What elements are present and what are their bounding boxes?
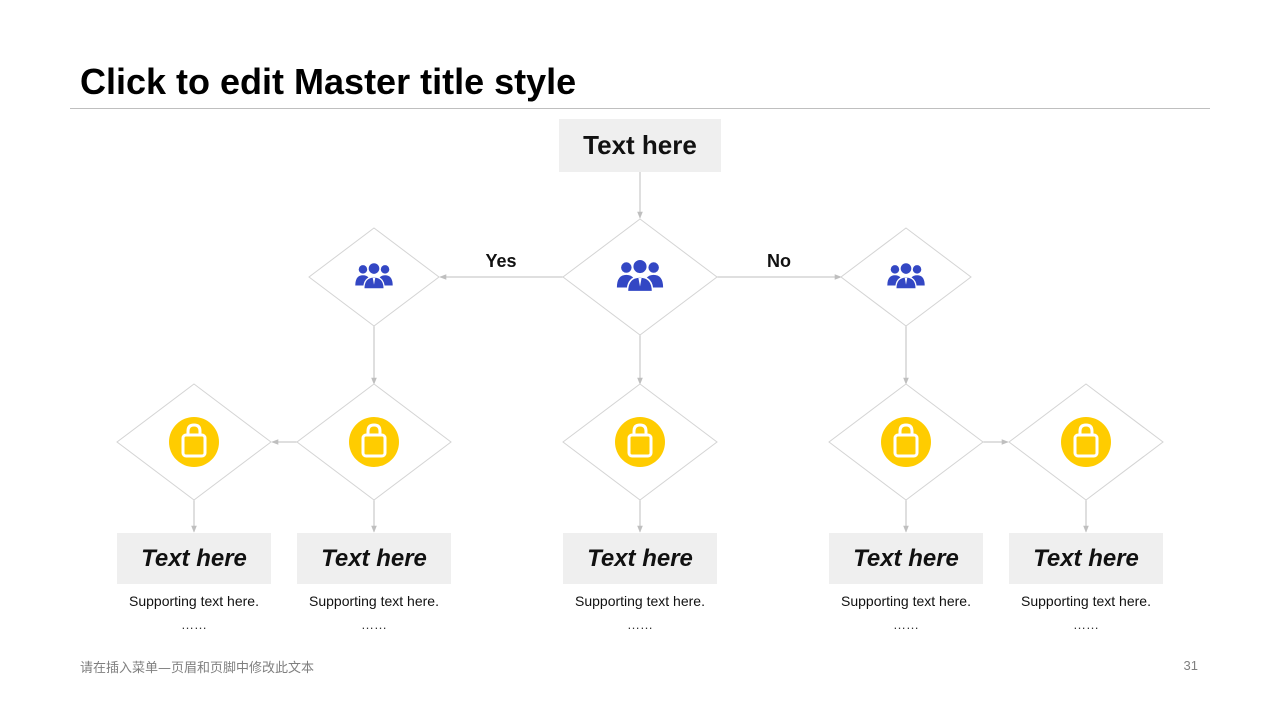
shopping-bag-icon <box>1059 415 1113 469</box>
slide-footer[interactable]: 请在插入菜单—页眉和页脚中修改此文本 <box>80 661 315 676</box>
ellipsis-text: …… <box>181 617 207 632</box>
result-box-1[interactable]: Text here <box>117 533 271 584</box>
result-box-4[interactable]: Text here <box>829 533 983 584</box>
supporting-text[interactable]: Supporting text here. <box>575 593 705 609</box>
ellipsis-text: …… <box>893 617 919 632</box>
result-box-2[interactable]: Text here <box>297 533 451 584</box>
top-text-box-label: Text here <box>583 130 697 160</box>
result-box-5[interactable]: Text here <box>1009 533 1163 584</box>
shopping-bag-icon <box>167 415 221 469</box>
result-title: Text here <box>853 544 959 572</box>
shopping-bag-icon <box>347 415 401 469</box>
supporting-text[interactable]: Supporting text here. <box>309 593 439 609</box>
ellipsis-text: …… <box>627 617 653 632</box>
result-title: Text here <box>587 544 693 572</box>
supporting-text[interactable]: Supporting text here. <box>1021 593 1151 609</box>
supporting-text[interactable]: Supporting text here. <box>841 593 971 609</box>
supporting-text[interactable]: Supporting text here. <box>129 593 259 609</box>
title-underline <box>70 108 1210 109</box>
slide-title[interactable]: Click to edit Master title style <box>80 61 577 102</box>
shopping-bag-icon <box>879 415 933 469</box>
branch-label-no: No <box>767 251 791 271</box>
top-text-box[interactable]: Text here <box>559 119 721 172</box>
branch-label-yes: Yes <box>485 251 517 271</box>
result-title: Text here <box>321 544 427 572</box>
result-title: Text here <box>141 544 247 572</box>
ellipsis-text: …… <box>1073 617 1099 632</box>
page-number: 31 <box>1183 658 1198 673</box>
result-title: Text here <box>1033 544 1139 572</box>
shopping-bag-icon <box>613 415 667 469</box>
ellipsis-text: …… <box>361 617 387 632</box>
result-box-3[interactable]: Text here <box>563 533 717 584</box>
